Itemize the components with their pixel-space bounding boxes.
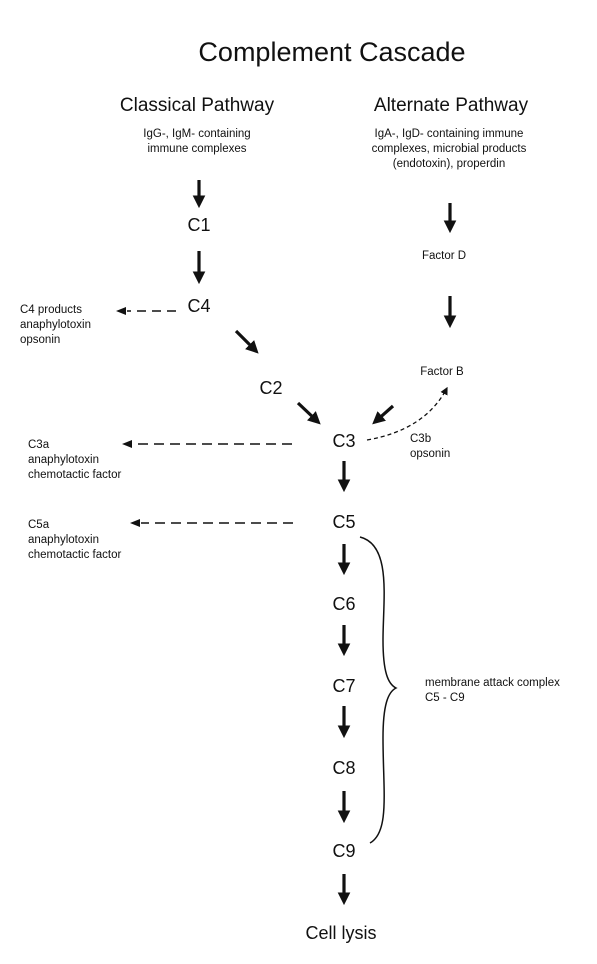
node-c5: C5 [332,512,356,532]
node-c7: C7 [332,676,356,696]
c3b-line-1: C3b [410,433,432,445]
alternate-trigger-line-3: (endotoxin), properdin [392,158,506,170]
diagram-title: Complement Cascade [198,37,466,67]
alternate-trigger-line-1: IgA-, IgD- containing immune [374,128,524,140]
node-c6: C6 [332,594,356,614]
node-factor-d: Factor D [421,250,467,262]
c4-products-line-3: opsonin [20,334,61,346]
c3a-label: C3a anaphylotoxin chemotactic factor [28,438,121,483]
arrow-c4-products-head [116,307,126,315]
arrow-factor-b-to-c3 [372,404,395,425]
classical-pathway-trigger: IgG-, IgM- containing immune complexes [143,127,250,157]
mac-line-2: C5 - C9 [425,692,465,704]
arrow-c3b-to-factor-b [366,386,448,441]
classical-trigger-line-1: IgG-, IgM- containing [143,128,251,140]
c3a-line-3: chemotactic factor [28,469,122,481]
arrow-c3a-head [122,440,132,448]
alternate-pathway-heading: Alternate Pathway [373,95,529,116]
classical-pathway-heading: Classical Pathway [119,95,275,116]
mac-line-1: membrane attack complex [425,677,560,689]
node-c4: C4 [187,296,211,316]
arrow-c2-to-c3 [296,401,321,425]
arrow-c4-to-c2 [234,329,259,354]
c5a-label: C5a anaphylotoxin chemotactic factor [28,518,121,563]
alternate-trigger-line-2: complexes, microbial products [371,143,527,155]
node-c9: C9 [332,841,356,861]
arrow-c5a-head [130,519,140,527]
node-cell-lysis: Cell lysis [305,923,377,943]
c5a-line-3: chemotactic factor [28,549,122,561]
node-c3: C3 [332,431,356,451]
node-c2: C2 [259,378,283,398]
mac-brace [359,536,398,844]
c4-products-line-1: C4 products [20,304,83,316]
c5a-line-1: C5a [28,519,50,531]
c3a-line-1: C3a [28,439,50,451]
c3b-label: C3b opsonin [410,432,450,462]
alternate-pathway-trigger: IgA-, IgD- containing immune complexes, … [372,127,527,172]
c4-products-line-2: anaphylotoxin [20,319,91,331]
classical-trigger-line-2: immune complexes [147,143,247,155]
mac-label: membrane attack complex C5 - C9 [425,676,560,706]
node-c1: C1 [187,215,211,235]
c4-products-label: C4 products anaphylotoxin opsonin [20,303,91,348]
node-c8: C8 [332,758,356,778]
c3a-line-2: anaphylotoxin [28,454,99,466]
c3b-line-2: opsonin [410,448,451,460]
c5a-line-2: anaphylotoxin [28,534,99,546]
node-factor-b: Factor B [420,366,464,378]
